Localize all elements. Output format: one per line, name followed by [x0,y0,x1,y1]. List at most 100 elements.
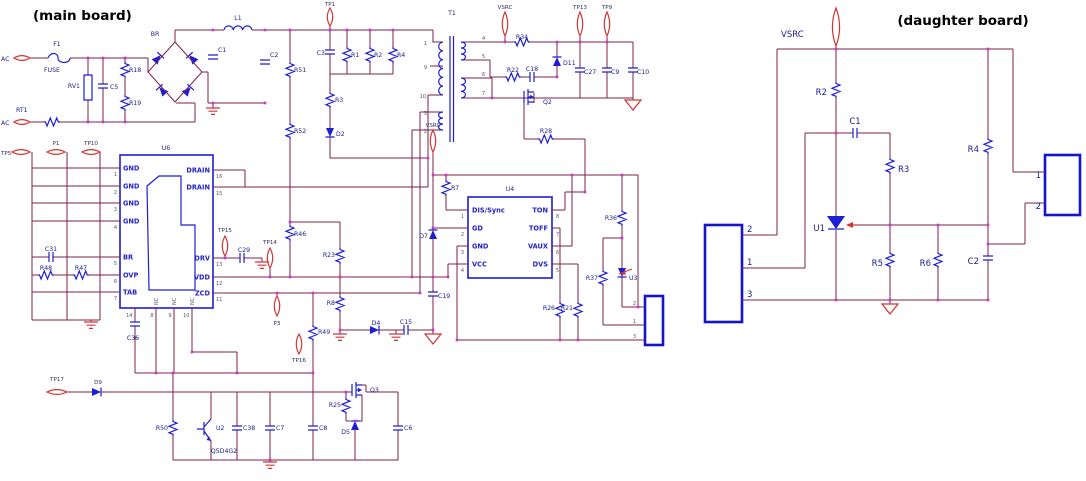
label-name: TON [532,206,548,214]
label-name: GND [123,199,140,207]
u6-ic-body [119,154,214,309]
label-name: DIS/Sync [472,206,505,214]
label-s4: 4 [482,36,485,42]
label-f1: F1 [53,41,61,48]
label-r37: R37 [586,275,598,282]
label-r6: R6 [920,259,931,269]
label-r3: R3 [335,97,343,104]
label-d5: D5 [341,429,350,436]
label-n: 4 [114,225,117,231]
label-name: NC [172,297,178,305]
label-n: 12 [216,281,222,287]
label-c6: C6 [404,425,412,432]
label-r22: R22 [507,67,519,74]
label-n: 2 [114,190,117,196]
label-name: DRAIN [186,166,210,174]
label-p1: 1 [424,41,427,47]
label-c2d: C2 [968,257,979,267]
daughter-in-connector [703,223,744,324]
label-d4: D4 [372,320,381,327]
label-r4d: R4 [968,145,979,155]
label-p10: 10 [420,94,426,100]
label-r2d: R2 [816,88,827,98]
label-main: (main board) [33,8,132,24]
label-name: ZCD [195,289,211,297]
label-name: VCC [472,260,487,268]
label-n: 15 [216,191,222,197]
label-r25: R25 [329,402,341,409]
label-c15: C15 [400,319,412,326]
label-l1: L1 [234,15,241,22]
label-c1: C1 [218,47,226,54]
label-tp16: TP16 [291,358,306,364]
label-n: 1 [461,214,464,220]
label-vsrc1: VSRC [498,5,513,11]
label-c8: C8 [319,425,327,432]
label-r19: R19 [129,100,141,107]
label-n: 5 [114,261,117,267]
label-name: VDD [194,273,211,281]
label-ac2: AC [1,120,9,127]
label-s5: 5 [482,54,485,60]
label-n: 14 [126,313,132,319]
label-n: 5 [556,268,559,274]
main-out-connector [643,294,665,347]
label-c3: C3 [317,50,325,57]
label-vsrc2: VSRC [426,123,441,129]
label-1: 1 [633,319,636,325]
label-2: 3 [633,334,636,340]
label-vsrc3: VSRC [781,30,804,40]
label-r52: R52 [294,128,306,135]
label-c5: C5 [110,84,118,91]
bridge-diode [185,51,199,65]
label-name: TAB [123,288,137,296]
label-p3: P3 [274,321,281,327]
label-q5: Q5D4G2 [211,448,237,455]
label-r4: R4 [397,52,405,59]
label-r26: R26 [543,305,555,312]
label-br: BR [151,31,160,38]
label-n: 7 [114,296,117,302]
label-s6: 6 [482,72,485,78]
label-r5: R5 [872,259,883,269]
label-r48: R48 [40,265,52,272]
label-p9: 9 [424,65,427,71]
label-u1: U1 [813,224,825,234]
label-r36: R36 [605,215,617,222]
label-t1: T1 [447,10,456,17]
label-u4: U4 [506,186,515,193]
label-r49: R49 [318,329,330,336]
label-c9: C9 [611,69,619,76]
label-u2: U2 [216,425,225,432]
label-c31: C31 [45,246,57,253]
label-d9: D9 [94,380,102,386]
testpoint-ground-icons [10,6,900,469]
label-r7: R7 [451,185,459,192]
label-n: 10 [183,313,189,319]
label-c7: C7 [276,425,284,432]
label-n: 3 [114,207,117,213]
label-d7: D7 [419,233,428,240]
label-rv1: RV1 [68,83,80,90]
label-r3d: R3 [898,165,909,175]
label-q3: Q3 [370,387,379,394]
label-name: GND [123,182,140,190]
label-name: OVP [123,271,139,279]
schematic-wires [30,26,1045,462]
label-r8: R8 [327,300,335,307]
label-c1d: C1 [849,117,860,127]
label-r21: R21 [561,305,573,312]
label-p2: 2 [424,129,427,135]
label-n: 13 [216,262,222,268]
label-0: 1 [1036,171,1041,181]
label-c10: C10 [637,69,649,76]
label-c36: C36 [127,335,139,342]
label-c38: C38 [243,425,255,432]
u4-ic-body [467,196,553,279]
schematic-labels: (main board)(daughter board)ACACF1FUSERV… [0,2,1041,455]
label-ac1: AC [1,56,9,63]
label-0: 2 [747,225,752,235]
label-2: 3 [747,290,752,300]
label-r51: R51 [294,67,306,74]
label-tp14: TP14 [262,240,277,246]
